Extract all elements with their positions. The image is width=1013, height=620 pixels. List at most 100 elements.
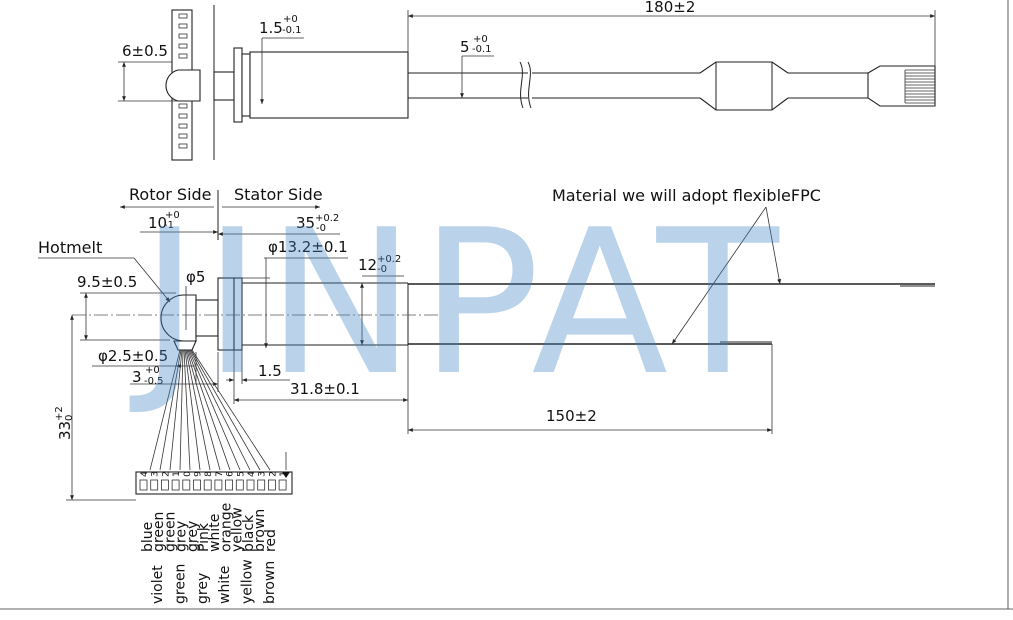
pin-number: 9 (194, 471, 204, 477)
top-flange-label: 1.5 (259, 19, 283, 37)
top-fpc-width-label: 5 (460, 38, 470, 56)
body-height-label: 12 (358, 256, 377, 274)
side-view: Rotor Side Stator Side Material we will … (38, 185, 935, 501)
wire-color-label: green (172, 564, 188, 604)
top-stator-body (249, 51, 409, 119)
connector-pin (182, 479, 191, 491)
wire-color-label: white (217, 566, 233, 604)
pin-number: 5 (236, 471, 246, 477)
stator-len-label: 35 (296, 214, 315, 232)
top-flange (233, 47, 243, 123)
wire-color-label: yellow (240, 559, 256, 604)
shaft-dia-label: φ5 (186, 268, 205, 286)
svg-text:+2: +2 (54, 406, 65, 421)
wire-color-label: red (263, 529, 279, 552)
pin-number: 1 (279, 471, 289, 477)
top-total-length-label: 180±2 (645, 0, 696, 16)
connector-pin (235, 479, 244, 491)
svg-text:0: 0 (64, 415, 75, 421)
connector-pin (160, 479, 169, 491)
wire-color-label: orange (218, 503, 234, 552)
wire-color-label: grey (185, 521, 201, 552)
svg-text:-0.5: -0.5 (144, 376, 164, 387)
rotor-len-label: 10 (148, 214, 167, 232)
pin-number: 4 (140, 471, 150, 477)
svg-text:+0: +0 (165, 210, 180, 221)
connector-pin (203, 479, 212, 491)
wire-color-label: yellow (230, 507, 246, 552)
connector-pin (150, 479, 159, 491)
top-fpc-tol-upper: +0 (473, 34, 488, 45)
hole-dia-label: φ2.5±0.5 (98, 347, 168, 365)
material-note: Material we will adopt flexibleFPC (552, 186, 821, 205)
top-view: 180±2 6±0.5 1.5 +0 -0.1 5 +0 -0.1 (118, 0, 936, 161)
pin-number: 1 (172, 471, 182, 477)
top-rotor-dome (165, 69, 201, 102)
top-height-label: 6±0.5 (122, 42, 168, 60)
top-fpc-contacts (904, 69, 935, 104)
pin-number: 3 (258, 471, 268, 477)
wire-color-label: brown (252, 509, 268, 552)
rotor-side-label: Rotor Side (129, 185, 212, 204)
top-flange-tol-upper: +0 (283, 14, 298, 25)
connector-pins (139, 479, 287, 491)
wire-bundle (149, 349, 287, 471)
top-fpc-tol-lower: -0.1 (472, 44, 492, 55)
top-flange-inner (241, 53, 251, 117)
pin-number: 0 (183, 471, 193, 477)
wire-color-label: Pink (196, 522, 212, 552)
side-flange-inner (233, 277, 243, 351)
wire-color-label: green (151, 512, 167, 552)
connector-pin (246, 479, 255, 491)
wire-color-label: grey (174, 521, 190, 552)
rotor-dia-label: 9.5±0.5 (77, 273, 137, 291)
stator-side-label: Stator Side (234, 185, 323, 204)
svg-text:+0.2: +0.2 (377, 254, 401, 265)
connector-pin (193, 479, 201, 491)
top-fpc-stiffener-top (699, 61, 789, 74)
svg-text:-0: -0 (316, 223, 326, 234)
pin1-marker (282, 472, 290, 478)
pin-number: 3 (151, 471, 161, 477)
connector-pin (225, 479, 234, 491)
wire-len-label-group: 33 +2 0 (54, 406, 75, 440)
top-break-mark-1 (519, 61, 524, 109)
svg-text:-1: -1 (164, 220, 174, 231)
connector-pin (139, 479, 148, 491)
svg-text:-0: -0 (377, 264, 387, 275)
top-plate-ticks (178, 13, 188, 149)
svg-text:+0: +0 (145, 365, 160, 376)
wire-color-label: violet (150, 565, 166, 604)
wire-color-label: black (241, 514, 257, 552)
connector-pin (278, 479, 287, 491)
svg-text:+0.2: +0.2 (315, 213, 339, 224)
pin-number: 8 (204, 471, 214, 477)
connector-pin (214, 479, 223, 491)
top-fpc-stiffener-bottom (699, 97, 789, 111)
wire-color-label: brown (262, 561, 278, 604)
connector-housing (135, 471, 293, 495)
shaft-len-label: 3 (132, 368, 142, 386)
pin-number: 2 (268, 471, 278, 477)
flange-thk-label: 1.5 (258, 362, 282, 380)
wire-color-label: white (207, 514, 223, 552)
pin-number: 2 (161, 471, 171, 477)
connector-pin (171, 479, 180, 491)
wire-color-labels: bluegreengreengreygreyPinkwhiteorangeyel… (140, 503, 279, 604)
connector-pin (267, 479, 276, 491)
jinpat-watermark: JINPAT (129, 187, 783, 420)
pin-number: 4 (247, 471, 257, 477)
wire-color-label: blue (140, 522, 156, 552)
wire-color-label: green (162, 512, 178, 552)
fpc-len-label: 150±2 (546, 407, 597, 425)
stator-body-len-label: 31.8±0.1 (290, 380, 360, 398)
connector-pin (257, 479, 266, 491)
top-neck (213, 71, 235, 101)
wire-len-label: 33 (56, 421, 74, 440)
pin-number: 6 (226, 471, 236, 477)
top-flange-tol-lower: -0.1 (282, 25, 302, 36)
top-break-mark-2 (527, 61, 532, 109)
